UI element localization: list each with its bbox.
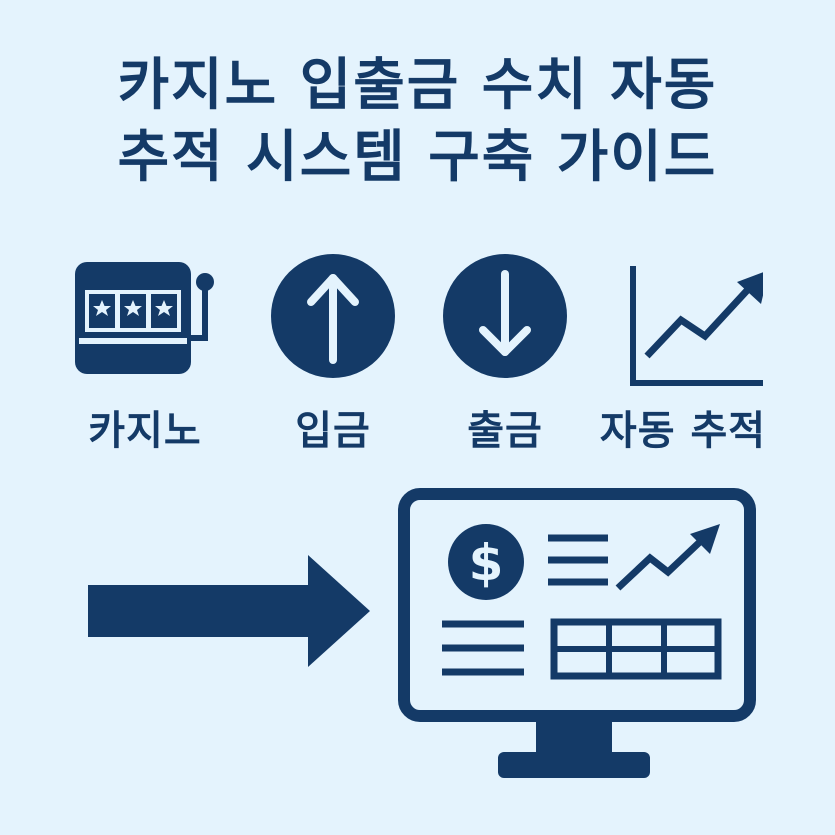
casino-label: 카지노: [88, 408, 202, 454]
trend-chart-icon: [630, 266, 763, 386]
currency-symbol: $: [469, 534, 504, 592]
withdrawal-item: 출금: [405, 240, 605, 454]
slot-machine-icon: [75, 262, 214, 374]
auto-tracking-item: 자동 추적: [583, 240, 783, 454]
arrow-up-circle-icon: [271, 254, 395, 378]
deposit-label: 입금: [295, 408, 371, 454]
monitor-dashboard-icon: $: [398, 488, 756, 778]
arrow-down-circle-icon: [443, 254, 567, 378]
right-arrow-icon: [88, 555, 370, 667]
icon-row: 카지노 입금 출금 자동 추적: [0, 240, 835, 454]
withdrawal-label: 출금: [467, 408, 543, 454]
auto-tracking-label: 자동 추적: [599, 408, 767, 454]
casino-item: 카지노: [45, 240, 245, 454]
page-title: 카지노 입출금 수치 자동 추적 시스템 구축 가이드: [0, 50, 835, 194]
deposit-item: 입금: [233, 240, 433, 454]
title-line-2: 추적 시스템 구축 가이드: [117, 125, 718, 190]
title-line-1: 카지노 입출금 수치 자동: [117, 53, 718, 118]
dollar-icon: [448, 524, 524, 600]
